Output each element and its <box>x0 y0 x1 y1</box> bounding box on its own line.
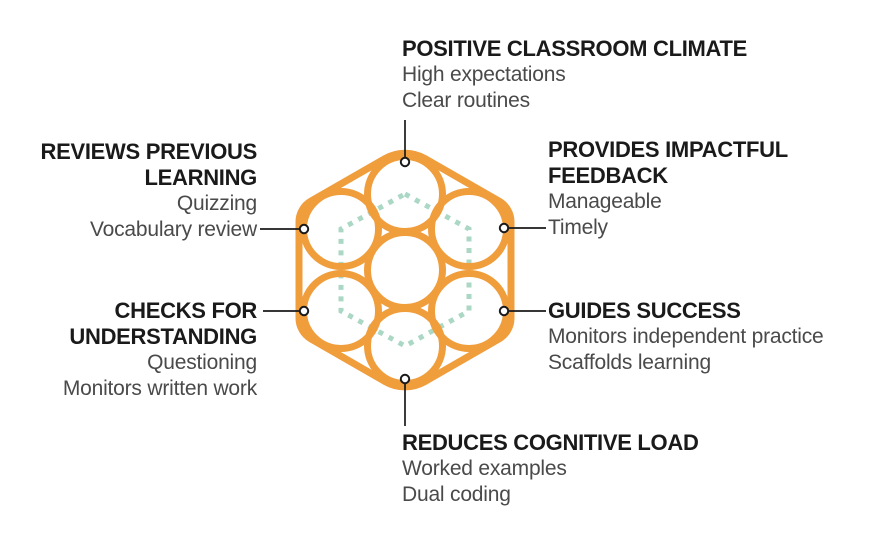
label-item: High expectations <box>402 63 566 86</box>
label-title: CHECKS FOR <box>114 298 258 323</box>
label-item: Monitors independent practice <box>548 325 824 348</box>
label-title: UNDERSTANDING <box>69 324 257 349</box>
connector-dot-lower-left <box>298 305 310 317</box>
label-title: GUIDES SUCCESS <box>548 298 741 323</box>
connector-dot-bottom <box>399 373 411 385</box>
label-block-positive-classroom-climate: POSITIVE CLASSROOM CLIMATE High expectat… <box>402 36 747 114</box>
packed-circle-center <box>364 229 446 311</box>
label-block-reduces-cognitive-load: REDUCES COGNITIVE LOAD Worked examples D… <box>402 430 699 508</box>
label-block-reviews-previous-learning: REVIEWS PREVIOUS LEARNING Quizzing Vocab… <box>40 139 258 243</box>
label-item: Monitors written work <box>62 377 257 400</box>
label-block-guides-success: GUIDES SUCCESS Monitors independent prac… <box>548 298 824 376</box>
hexagon-outline <box>295 149 515 391</box>
connector-dot-lower-right <box>498 305 510 317</box>
label-title: FEEDBACK <box>548 163 668 188</box>
label-block-provides-impactful-feedback: PROVIDES IMPACTFUL FEEDBACK Manageable T… <box>548 137 788 241</box>
label-item: Timely <box>548 216 608 239</box>
dashed-hexagon <box>338 191 472 349</box>
label-item: Quizzing <box>176 192 257 215</box>
label-title: REVIEWS PREVIOUS <box>40 139 258 164</box>
label-item: Manageable <box>548 190 662 213</box>
connector-dot-upper-left <box>298 223 310 235</box>
label-item: Clear routines <box>402 89 530 112</box>
label-item: Questioning <box>147 351 257 374</box>
label-item: Scaffolds learning <box>548 351 711 374</box>
label-title: LEARNING <box>144 165 258 190</box>
label-title: POSITIVE CLASSROOM CLIMATE <box>402 36 748 61</box>
label-item: Dual coding <box>402 483 511 506</box>
connector-dot-upper-right <box>498 222 510 234</box>
label-item: Vocabulary review <box>89 218 257 241</box>
label-item: Worked examples <box>402 457 567 480</box>
label-title: PROVIDES IMPACTFUL <box>548 137 788 162</box>
label-title: REDUCES COGNITIVE LOAD <box>402 430 699 455</box>
label-block-checks-for-understanding: CHECKS FOR UNDERSTANDING Questioning Mon… <box>63 298 257 402</box>
connector-dot-top <box>399 156 411 168</box>
